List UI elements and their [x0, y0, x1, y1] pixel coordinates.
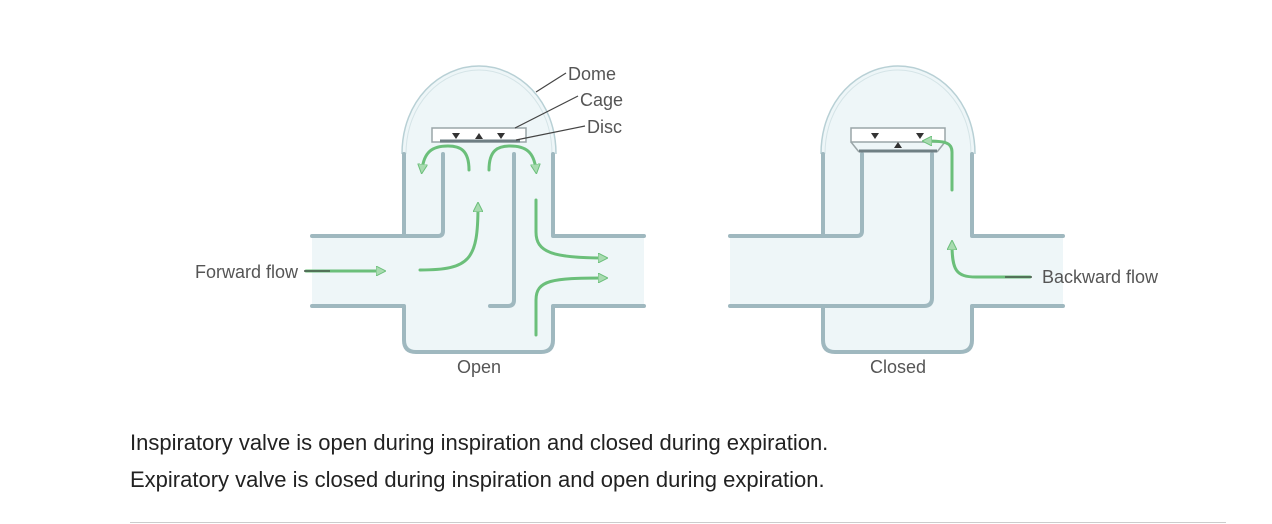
forward-flow-label: Forward flow: [195, 262, 299, 282]
open-valve: [304, 65, 646, 354]
backward-flow-arrow-1: [952, 244, 1032, 279]
disc-label: Disc: [587, 117, 622, 137]
dome-label: Dome: [568, 64, 616, 84]
cage-leader: [514, 95, 579, 129]
closed-valve-body: [730, 66, 1063, 352]
forward-flow-arrow-5: [534, 198, 604, 258]
dome-leader: [535, 72, 567, 93]
closed-label: Closed: [870, 357, 926, 377]
valve-diagram: Dome Cage Disc Forward flow Backward flo…: [195, 64, 1159, 377]
closed-valve: [728, 65, 1065, 354]
open-label: Open: [457, 357, 501, 377]
forward-flow-arrow-3: [422, 144, 471, 170]
caption-inspiratory-valve: Inspiratory valve is open during inspira…: [130, 430, 829, 455]
forward-flow-arrow-2: [418, 206, 478, 272]
disc-leader: [515, 125, 586, 141]
backward-flow-arrow-2: [926, 141, 954, 192]
backward-flow-label: Backward flow: [1042, 267, 1159, 287]
section-divider: [130, 522, 1226, 523]
forward-flow-arrow-4: [487, 144, 536, 170]
closed-dome: [820, 65, 976, 155]
cage-label: Cage: [580, 90, 623, 110]
forward-flow-arrow-6: [534, 278, 604, 337]
open-dome: [401, 65, 557, 155]
caption-expiratory-valve: Expiratory valve is closed during inspir…: [130, 467, 825, 492]
